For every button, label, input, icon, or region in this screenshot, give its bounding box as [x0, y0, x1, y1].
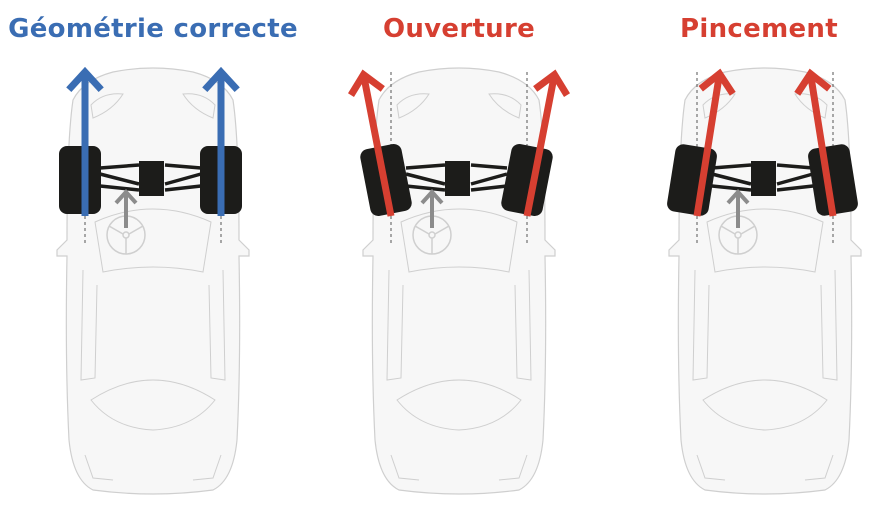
- title-correct-geometry: Géométrie correcte: [8, 14, 298, 44]
- headlight-left: [396, 93, 430, 119]
- taillight-right: [192, 454, 222, 481]
- car-out: [348, 67, 570, 495]
- taillight-left: [696, 454, 726, 481]
- windshield: [706, 208, 824, 273]
- direction-arrow-right-icon: [202, 66, 240, 216]
- direction-arrow-left-icon: [348, 69, 395, 217]
- headlight-right: [488, 93, 522, 119]
- steering-spokes: [720, 225, 756, 254]
- wheel-left: [59, 146, 101, 214]
- title-toe-out: Ouverture: [382, 14, 536, 44]
- direction-arrow-right-icon: [794, 68, 837, 217]
- steering-direction-arrow-icon: [114, 189, 138, 228]
- taillight-left: [84, 454, 114, 481]
- steering-linkage: [405, 163, 508, 192]
- taillight-right: [498, 454, 528, 481]
- steering-direction-arrow-icon: [726, 189, 750, 228]
- steering-rack: [445, 161, 470, 196]
- taillight-right: [804, 454, 834, 481]
- direction-arrow-right-icon: [523, 69, 570, 217]
- windshield: [94, 208, 212, 273]
- side-window-right: [820, 269, 838, 381]
- windshield: [400, 208, 518, 273]
- steering-rack: [751, 161, 776, 196]
- steering-spokes: [414, 225, 450, 254]
- direction-arrow-left-icon: [693, 68, 736, 217]
- side-window-left: [80, 269, 98, 381]
- rear-window: [702, 379, 828, 431]
- rear-window: [396, 379, 522, 431]
- steering-spokes: [108, 225, 144, 254]
- headlight-right: [182, 93, 216, 119]
- steering-linkage: [711, 163, 814, 192]
- steering-direction-arrow-icon: [420, 189, 444, 228]
- car-in: [667, 67, 862, 495]
- steering-rack: [139, 161, 164, 196]
- side-window-right: [208, 269, 226, 381]
- side-window-left: [386, 269, 404, 381]
- steering-linkage: [99, 163, 202, 192]
- car-neutral: [56, 66, 250, 495]
- side-window-left: [692, 269, 710, 381]
- wheel-right: [808, 144, 858, 216]
- rear-window: [90, 379, 216, 431]
- headlight-left: [90, 93, 124, 119]
- title-toe-in: Pincement: [680, 14, 838, 44]
- direction-arrow-left-icon: [66, 66, 104, 216]
- side-window-right: [514, 269, 532, 381]
- taillight-left: [390, 454, 420, 481]
